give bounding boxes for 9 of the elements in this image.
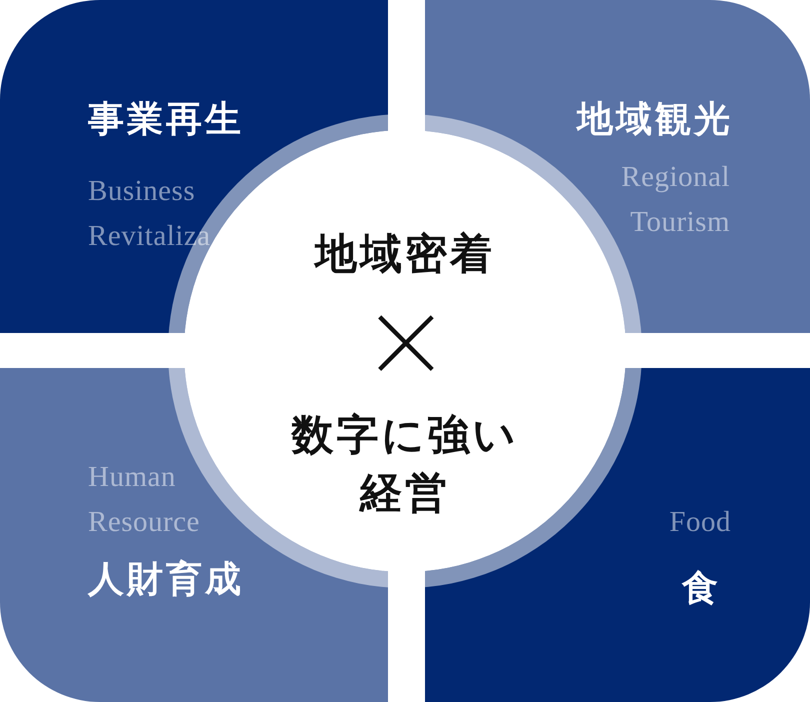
quadrant-heading: 地域観光 — [577, 98, 733, 141]
english-subtitle: Human Resource — [88, 460, 201, 540]
center-subheading: 数字に強い経営 — [290, 409, 520, 519]
english-subtitle: Regional Tourism — [620, 160, 730, 240]
quadrant-heading: 人財育成 — [88, 558, 244, 601]
quadrant-heading: 事業再生 — [88, 98, 244, 141]
english-subtitle: Food — [669, 505, 731, 540]
quadrant-heading: 食 — [682, 567, 721, 610]
center-heading: 地域密着 — [312, 228, 496, 280]
